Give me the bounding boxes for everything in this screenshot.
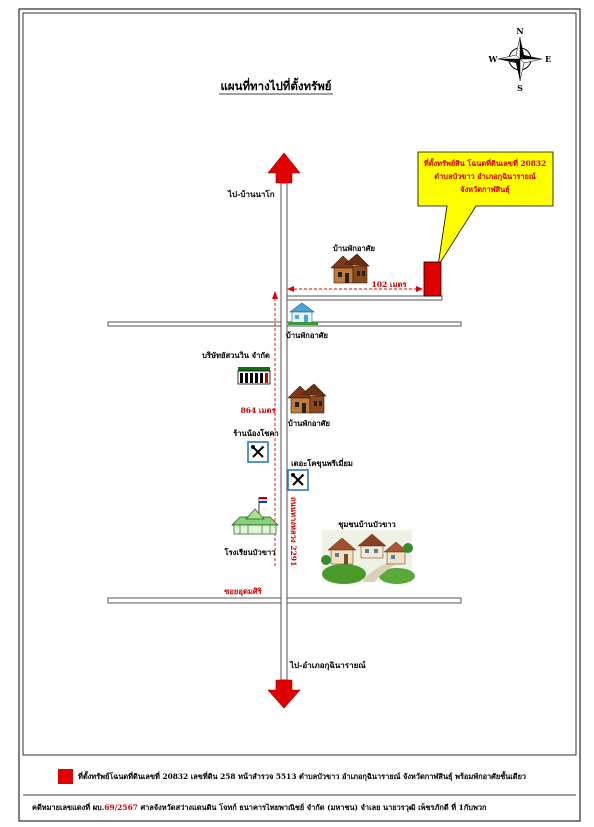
label-house-mid: บ้านพักอาศัย (288, 419, 330, 428)
label-restaurant-right: เดอะโคขุนพรีเมี่ยม (291, 457, 353, 469)
label-house-small: บ้านพักอาศัย (286, 331, 328, 340)
house-small-icon (288, 302, 318, 325)
legend-case-number: 69/2567 (104, 803, 138, 812)
south-arrow-icon (267, 679, 301, 709)
legend-case-rest: ศาลจังหวัดสว่างแดนดิน โจทก์ ธนาคารไทยพาณ… (140, 803, 487, 812)
company-building-icon (237, 367, 271, 385)
label-house-top: บ้านพักอาศัย (333, 244, 375, 253)
compass-rose-icon (497, 36, 543, 82)
legend-case-prefix: คดีหมายเลขแดงที่ ผบ. (32, 803, 105, 812)
label-restaurant-left: ร้านน้องโชคา (233, 428, 279, 438)
callout-line1: ที่ตั้งทรัพย์สิน โฉนดที่ดินเลขที่ 20832 (424, 157, 546, 168)
label-soi: ซอยอุดมศิริ (224, 587, 262, 597)
legend-description: ที่ตั้งทรัพย์โฉนดที่ดินเลขที่ 20832 เลขท… (78, 772, 527, 781)
compass-s: S (517, 83, 523, 93)
route-east-arrowhead-left (287, 286, 294, 292)
house-top-icon (330, 253, 370, 284)
north-arrow-icon (267, 152, 301, 184)
compass-n: N (516, 26, 523, 36)
outer-frame (18, 8, 581, 822)
school-building-icon (231, 497, 279, 535)
label-school: โรงเรียนบัวขาว (224, 547, 276, 557)
house-mid-icon (287, 383, 327, 414)
callout-line2: ตำบลบัวขาว อำเภอกุฉินารายณ์ (434, 172, 536, 181)
label-to-north: ไป-บ้านนาโก (227, 189, 275, 199)
property-callout (417, 151, 554, 267)
route-north-arrowhead (272, 291, 278, 299)
compass-e: E (545, 54, 551, 64)
label-road-name: ถนนทางหลวง 2291 (289, 497, 298, 566)
property-marker (423, 261, 442, 297)
branch-road-east (286, 295, 443, 301)
label-to-south: ไป-อำเภอกุฉินารายณ์ (289, 660, 366, 671)
map-title: แผนที่ทางไปที่ตั้งทรัพย์ (220, 77, 331, 93)
label-distance-east: 102 เมตร (371, 280, 407, 289)
main-road (280, 182, 288, 681)
cross-road-upper (107, 321, 462, 327)
callout-line3: จังหวัดกาฬสินธุ์ (460, 185, 510, 194)
community-illustration (321, 530, 415, 584)
legend-marker (58, 769, 73, 784)
label-company: บริษัทยัสวนวิน จำกัด (202, 351, 270, 360)
restaurant-left-icon (247, 441, 269, 463)
compass-w: W (488, 54, 499, 64)
label-community: ชุมชนบ้านบัวขาว (338, 520, 396, 530)
restaurant-right-icon (287, 469, 309, 491)
map-frame (22, 12, 577, 756)
route-east-arrowhead-right (416, 286, 423, 292)
cross-road-lower (107, 597, 462, 604)
label-distance-north: 864 เมตร (240, 406, 276, 415)
legend-case-line: คดีหมายเลขแดงที่ ผบ.69/2567 ศาลจังหวัดสว… (32, 802, 486, 814)
